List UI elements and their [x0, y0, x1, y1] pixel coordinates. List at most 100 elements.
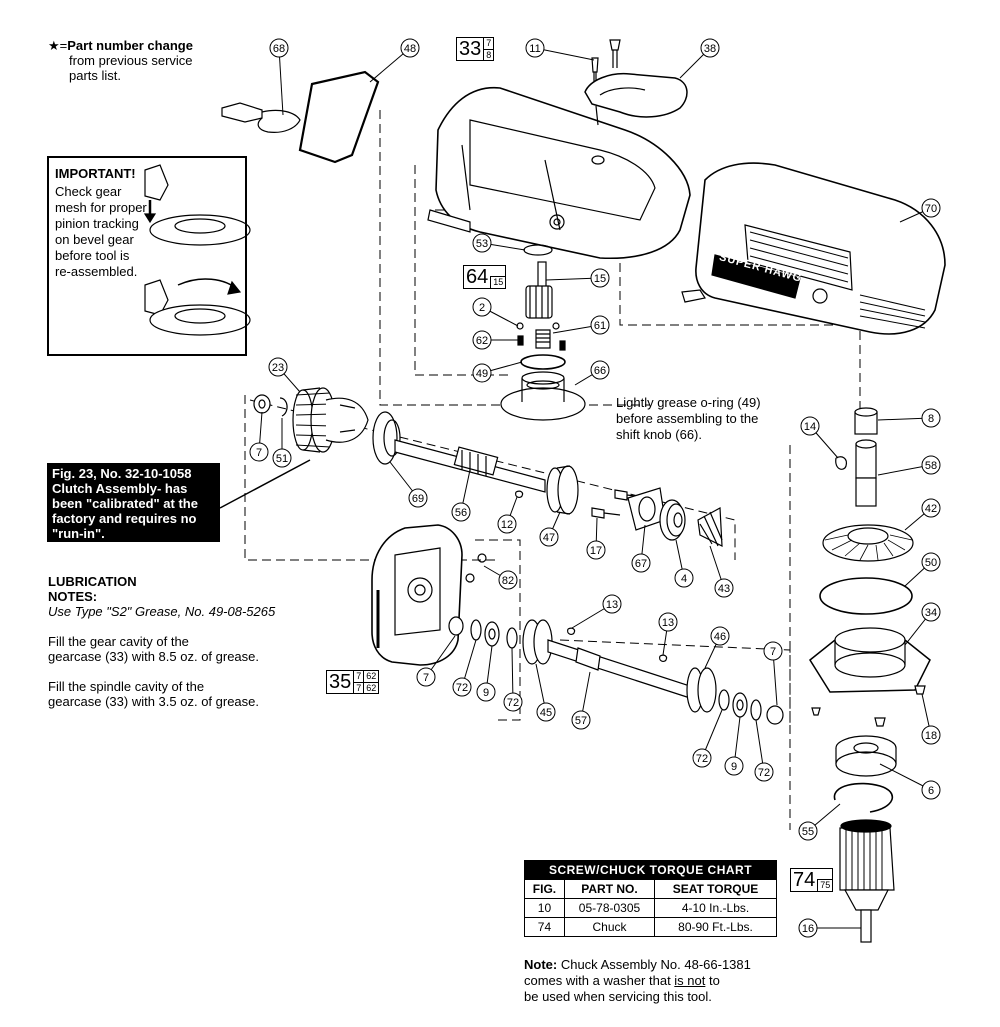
callout-leader [278, 47, 284, 116]
callout-label: 57 [575, 715, 587, 727]
callout-label: 55 [802, 826, 814, 838]
callout-label: 2 [479, 302, 485, 314]
callout-55: 55 [798, 803, 841, 841]
callout-16: 16 [798, 918, 861, 938]
callout-circle [798, 821, 818, 841]
callout-42: 42 [904, 498, 941, 531]
callout-leader [879, 763, 932, 791]
callout-4: 4 [674, 539, 694, 588]
torque-chart: SCREW/CHUCK TORQUE CHART FIG. PART NO. S… [524, 860, 777, 937]
callout-57: 57 [571, 671, 591, 730]
callout-82: 82 [483, 565, 518, 590]
part-43-pinion [697, 507, 723, 547]
callout-label: 9 [731, 761, 737, 773]
callout-56: 56 [451, 469, 471, 522]
callout-label: 72 [507, 697, 519, 709]
part-61-spring [535, 329, 551, 349]
part-33-gearcase [427, 86, 691, 260]
callout-circle [249, 442, 269, 462]
part-4-bearing [659, 499, 686, 541]
callout-68: 68 [269, 38, 289, 116]
important-title: IMPORTANT! [55, 166, 136, 181]
callout-label: 16 [802, 923, 814, 935]
callout-circle [921, 198, 941, 218]
fig-box-64: 64 15 [463, 265, 507, 289]
callout-label: 43 [718, 583, 730, 595]
callout-2: 2 [472, 297, 519, 327]
part-34-bearing-housing [809, 627, 931, 693]
callout-circle [763, 641, 783, 661]
callout-70: 70 [899, 198, 941, 223]
callout-circle [658, 612, 678, 632]
part-23-clutch-assembly [292, 387, 369, 453]
callout-38: 38 [679, 38, 720, 79]
callout-53: 53 [472, 233, 526, 253]
callout-circle [590, 315, 610, 335]
callout-label: 15 [594, 273, 606, 285]
grease-type: Use Type "S2" Grease, No. 49-08-5265 [48, 604, 276, 619]
callout-label: 13 [606, 599, 618, 611]
callout-label: 72 [696, 753, 708, 765]
part-82-screws [465, 553, 487, 583]
part-16-screw [860, 909, 872, 943]
part-62-pin [517, 335, 524, 346]
callout-label: 38 [704, 43, 716, 55]
callout-circle [921, 552, 941, 572]
part-9-thrust-bearing [484, 621, 500, 647]
callout-circle [451, 502, 471, 522]
part-change-legend: ★=Part number change from previous servi… [48, 38, 193, 83]
important-notice-box: IMPORTANT! Check gear mesh for proper pi… [47, 156, 247, 356]
part-7-bearing-left [448, 616, 464, 636]
callout-label: 9 [483, 687, 489, 699]
callout-label: 4 [681, 573, 687, 585]
callout-label: 23 [272, 362, 284, 374]
callout-circle [400, 38, 420, 58]
callout-circle [472, 330, 492, 350]
callout-circle [921, 408, 941, 428]
callout-15: 15 [545, 268, 610, 288]
callout-6: 6 [879, 763, 941, 800]
callout-9: 9 [476, 645, 496, 702]
callout-51: 51 [272, 418, 292, 468]
callout-circle [476, 682, 496, 702]
callout-label: 50 [925, 557, 937, 569]
callout-58: 58 [877, 455, 941, 476]
callout-circle [472, 363, 492, 383]
callout-67: 67 [631, 524, 651, 573]
part-42-bevel-gear [822, 524, 914, 562]
callout-circle [539, 527, 559, 547]
part-8-nut [854, 407, 878, 435]
part-50-o-ring [819, 577, 913, 615]
callout-label: 69 [412, 493, 424, 505]
callout-66: 66 [574, 360, 610, 386]
callout-circle [586, 540, 606, 560]
callout-circle [269, 38, 289, 58]
callout-circle [800, 416, 820, 436]
part-38-shift-knob [584, 72, 688, 126]
callout-72: 72 [503, 647, 523, 712]
callout-label: 67 [635, 558, 647, 570]
callout-circle [536, 702, 556, 722]
callout-48: 48 [369, 38, 420, 83]
callout-circle [724, 756, 744, 776]
callout-17: 17 [586, 517, 606, 560]
callout-label: 61 [594, 320, 606, 332]
callout-46: 46 [704, 626, 730, 669]
part-45-gear [522, 619, 553, 665]
callout-circle [503, 692, 523, 712]
part-13-key [567, 627, 576, 635]
callout-43: 43 [709, 545, 734, 598]
callout-circle [714, 578, 734, 598]
callout-circle [631, 553, 651, 573]
callout-label: 46 [714, 631, 726, 643]
callout-circle [497, 514, 517, 534]
fig-box-74: 74 75 [790, 868, 834, 892]
callout-circle [452, 677, 472, 697]
callout-7: 7 [416, 635, 456, 687]
part-49-o-ring [520, 354, 566, 370]
lubrication-notes: LUBRICATION NOTES: Use Type "S2" Grease,… [48, 574, 318, 709]
callout-circle [754, 762, 774, 782]
callout-circle [590, 360, 610, 380]
part-47-gear [546, 465, 579, 515]
part-7-bearing [253, 394, 271, 414]
